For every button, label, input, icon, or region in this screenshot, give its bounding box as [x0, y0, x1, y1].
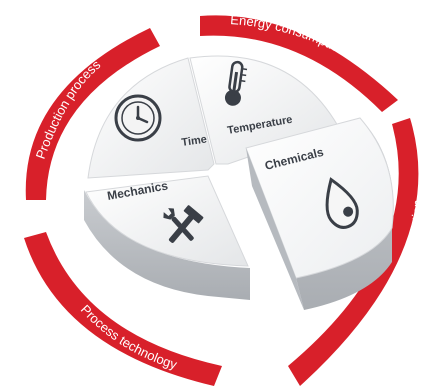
slice-label-time: Time	[181, 134, 208, 149]
clock-icon	[114, 94, 162, 142]
ring-label-process: Process technology	[78, 302, 180, 372]
slice-time: Time	[87, 57, 215, 179]
pie-chart: Time Temperature	[84, 55, 394, 310]
ring-segment-energy	[200, 15, 398, 112]
droplet-icon	[325, 177, 359, 229]
ring-segment-process	[24, 232, 222, 386]
ring-segment-cleaner	[288, 118, 419, 386]
ring-segment-production	[25, 28, 161, 200]
ring-label-production: Production process	[33, 57, 104, 161]
hammer-wrench-icon	[163, 205, 204, 243]
slice-chemicals: Chemicals	[245, 117, 394, 310]
outer-ring	[24, 15, 419, 386]
pie-side	[84, 190, 250, 300]
thermometer-icon	[224, 60, 248, 106]
slice-mechanics: Mechanics	[85, 175, 249, 267]
